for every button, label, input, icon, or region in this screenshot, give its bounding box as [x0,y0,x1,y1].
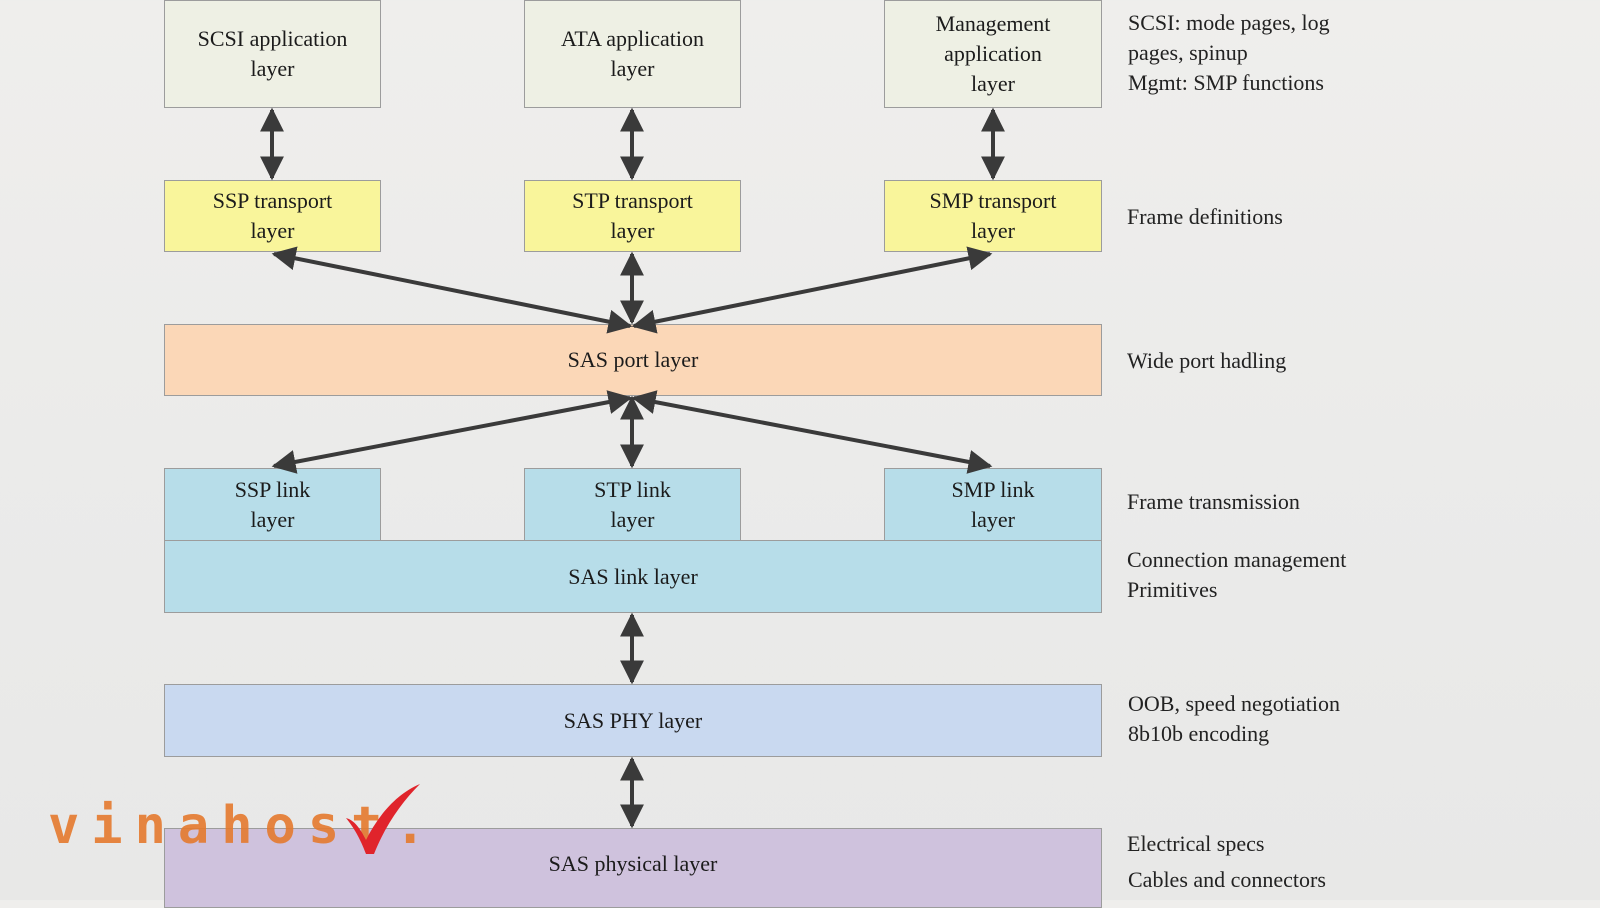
arrow-port-ssp-link [271,390,633,474]
management-application-layer-box: Management application layer [884,0,1102,108]
smp-transport-layer-box: SMP transport layer [884,180,1102,252]
stp-link-layer-box: STP link layer [524,468,741,541]
arrow-smp-transport-port [631,246,993,334]
sas-port-layer-box: SAS port layer [164,324,1102,396]
scsi-application-layer-box: SCSI application layer [164,0,381,108]
box-label: SAS PHY layer [563,707,703,733]
box-label: SAS physical layer [548,851,718,876]
box-label: STP transport layer [572,188,693,243]
ssp-link-layer-box: SSP link layer [164,468,381,541]
box-label: Management application layer [935,11,1051,96]
ata-application-layer-box: ATA application layer [524,0,741,108]
box-label: SMP link layer [951,476,1035,532]
note-phy: OOB, speed negotiation 8b10b encoding [1128,691,1341,746]
note-link-connection: Connection management Primitives [1127,547,1347,602]
arrow-ssp-transport-port [271,246,633,334]
box-label: SAS link layer [568,563,698,589]
box-label: SSP transport layer [212,188,333,243]
smp-link-layer-box: SMP link layer [884,468,1102,541]
checkmark-icon [346,784,420,854]
note-physical-cables: Cables and connectors [1128,867,1326,892]
note-application: SCSI: mode pages, log pages, spinup Mgmt… [1128,10,1330,95]
arrow-port-smp-link [631,390,993,474]
note-physical-electrical: Electrical specs [1127,831,1265,856]
sas-link-layer-box: SAS link layer [164,540,1102,613]
sas-phy-layer-box: SAS PHY layer [164,684,1102,757]
box-label: ATA application layer [560,26,705,81]
box-label: SSP link layer [234,476,311,532]
sas-physical-layer-box: SAS physical layer [164,828,1102,908]
box-label: SCSI application layer [197,26,348,81]
box-label: SAS port layer [567,347,699,372]
box-label: SMP transport layer [929,188,1057,243]
vinahost-logo: vinahost. [48,780,428,860]
box-label: STP link layer [594,476,671,532]
note-link-frames: Frame transmission [1127,489,1300,514]
note-port: Wide port hadling [1127,348,1287,373]
ssp-transport-layer-box: SSP transport layer [164,180,381,252]
note-transport: Frame definitions [1127,204,1283,229]
stp-transport-layer-box: STP transport layer [524,180,741,252]
